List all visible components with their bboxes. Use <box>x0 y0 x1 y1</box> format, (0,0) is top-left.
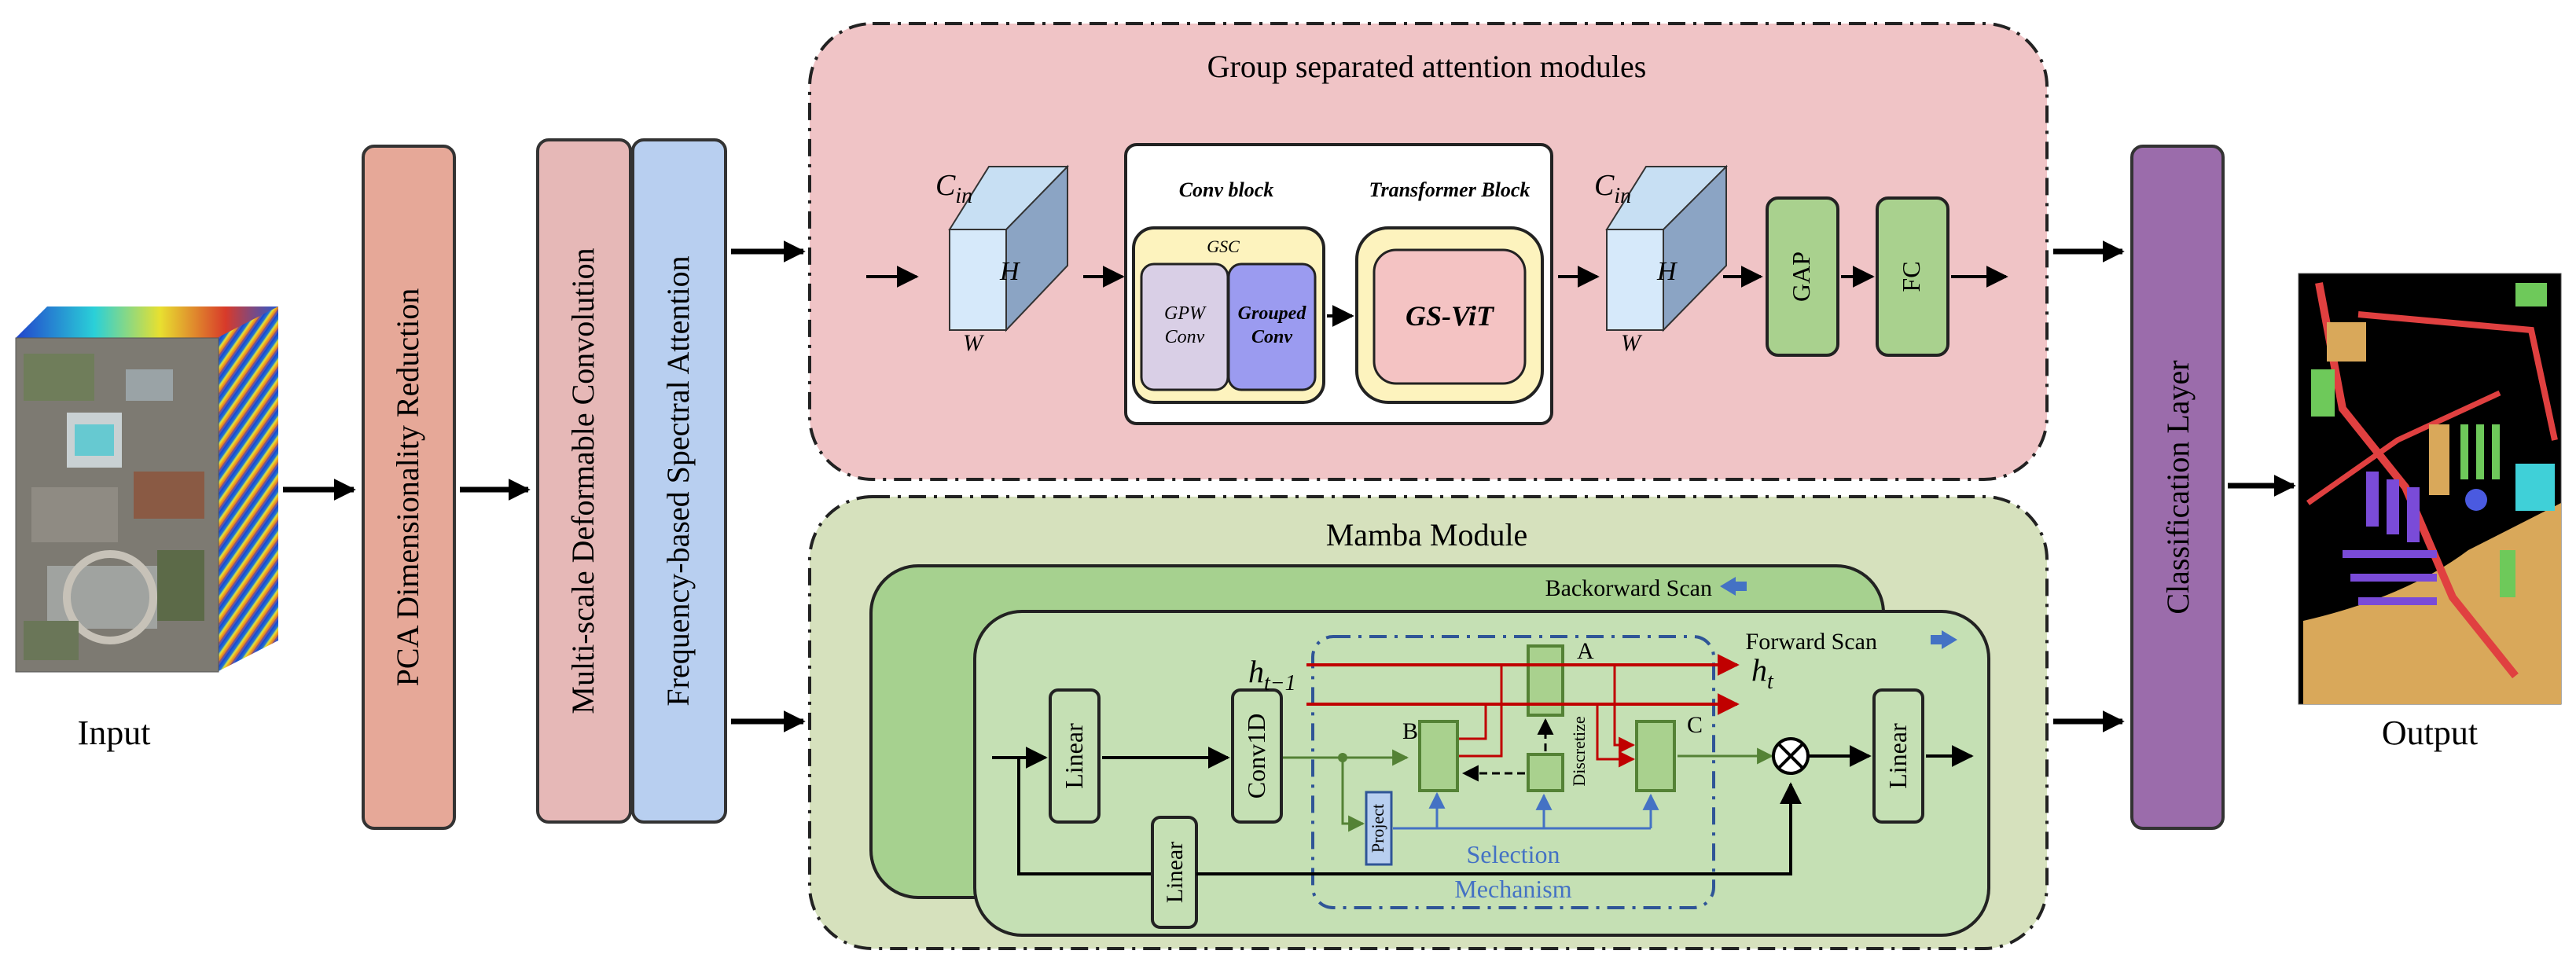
fc-label: FC <box>1897 261 1925 292</box>
selection-line2: Mechanism <box>1454 875 1571 903</box>
h-t-sub: t <box>1767 670 1774 694</box>
multiply-icon <box>1772 737 1810 775</box>
transformer-block-label: Transformer Block <box>1369 178 1531 201</box>
gap-block <box>1766 196 1839 357</box>
cube1-h-label: H <box>999 257 1021 286</box>
mamba-module: Mamba Module Backorward Scan Forward Sca… <box>808 495 2049 950</box>
svg-text:Cin: Cin <box>1594 169 1631 208</box>
feature-cube-out <box>1605 164 1728 332</box>
cube2-h-label: H <box>1656 257 1678 286</box>
input-cube-side <box>217 306 278 672</box>
linear-label-3: Linear <box>1883 723 1912 789</box>
h-prev-sub: t−1 <box>1264 671 1296 696</box>
input-label: Input <box>78 714 151 752</box>
gsc-label: GSC <box>1207 237 1240 256</box>
input-cube <box>15 306 278 673</box>
gpw-line1: GPW <box>1164 303 1207 324</box>
cube1-w-label: W <box>963 330 985 356</box>
fbsa-label: Frequency-based Spectral Attention <box>660 255 696 706</box>
msdc-label: Multi-scale Deformable Convolution <box>565 248 601 714</box>
selection-line1: Selection <box>1466 840 1560 868</box>
linear-label-2: Linear <box>1162 842 1188 903</box>
gsa-title: Group separated attention modules <box>1207 49 1647 84</box>
b-block <box>1418 720 1459 792</box>
forward-scan-arrow-icon <box>1931 630 1957 649</box>
discretize-block <box>1527 753 1564 792</box>
gpw-line2: Conv <box>1165 327 1205 347</box>
h-t-label: h <box>1751 652 1767 688</box>
gsvit-block <box>1373 248 1527 385</box>
classification-label: Classification Layer <box>2160 360 2196 614</box>
classification-block <box>2130 145 2225 830</box>
input-cube-top <box>16 306 278 338</box>
h-prev-label: h <box>1248 654 1264 689</box>
conv1d-block <box>1231 688 1283 824</box>
gap-label: GAP <box>1787 251 1815 302</box>
mamba-title: Mamba Module <box>1326 517 1528 552</box>
backward-scan-label: Backorward Scan <box>1545 575 1712 601</box>
svg-text:ht: ht <box>1751 652 1774 694</box>
a-label: A <box>1577 638 1594 664</box>
conv-block-label: Conv block <box>1179 178 1274 201</box>
linear-block-1 <box>1049 688 1101 824</box>
feature-cube-in <box>948 164 1069 332</box>
svg-text:Cin: Cin <box>935 169 972 208</box>
linear-block-3 <box>1872 688 1924 824</box>
forward-scan-label: Forward Scan <box>1746 629 1877 655</box>
linear-label-1: Linear <box>1060 723 1088 789</box>
pca-block <box>362 145 456 830</box>
grouped-line1: Grouped <box>1238 303 1307 324</box>
grouped-line2: Conv <box>1251 327 1292 347</box>
discretize-label: Discretize <box>1569 716 1589 786</box>
output-label: Output <box>2382 714 2478 752</box>
svg-text:ht−1: ht−1 <box>1248 654 1296 696</box>
gsa-module: Group separated attention modules Cin H … <box>808 22 2049 481</box>
c-block <box>1635 720 1676 792</box>
grouped-conv-block <box>1227 262 1317 391</box>
fbsa-block <box>631 138 727 824</box>
b-label: B <box>1402 718 1418 744</box>
cube2-c-sub: in <box>1614 184 1631 208</box>
pca-label: PCA Dimensionality Reduction <box>390 288 425 687</box>
fc-block <box>1876 196 1949 357</box>
c-label: C <box>1687 712 1703 738</box>
project-label: Project <box>1368 804 1387 853</box>
selection-mechanism-box <box>1311 635 1715 909</box>
gsvit-label: GS-ViT <box>1406 300 1495 332</box>
msdc-block <box>536 138 632 824</box>
backward-scan-arrow-icon <box>1720 577 1747 596</box>
conv1d-label: Conv1D <box>1242 714 1270 798</box>
cube2-c-label: C <box>1594 169 1615 202</box>
output-map <box>2298 273 2562 705</box>
cube2-w-label: W <box>1621 330 1643 356</box>
cube1-c-label: C <box>935 169 956 202</box>
project-block <box>1365 791 1393 866</box>
cube1-c-sub: in <box>955 184 972 208</box>
